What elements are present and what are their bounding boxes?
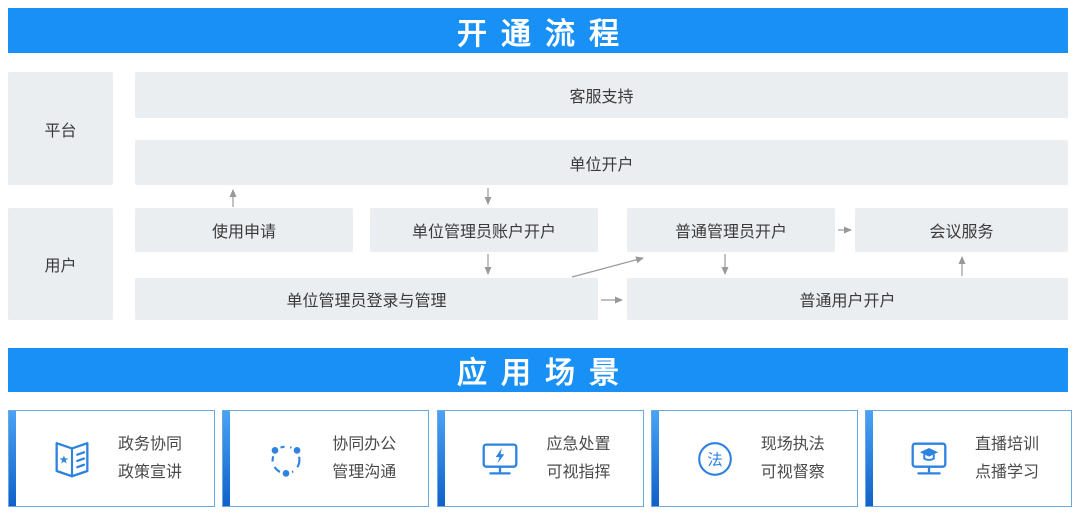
- process-section-title: 开通流程: [8, 8, 1068, 53]
- svg-text:★: ★: [59, 454, 69, 466]
- scenario-card-policy: ★ 政务协同 政策宣讲: [8, 410, 215, 507]
- lane-label-user: 用户: [8, 208, 113, 320]
- network-nodes-icon: [262, 435, 310, 483]
- training-monitor-icon: [905, 435, 953, 483]
- card-accent-stripe: [651, 411, 659, 506]
- scenario-card-office: 协同办公 管理沟通: [222, 410, 430, 507]
- card-line: 政务协同: [117, 435, 182, 453]
- scenario-cards-row: ★ 政务协同 政策宣讲: [8, 410, 1072, 507]
- card-accent-stripe: [866, 411, 873, 506]
- law-badge-icon: 法: [691, 435, 739, 483]
- card-line: 点播学习: [974, 463, 1039, 481]
- svg-text:法: 法: [707, 451, 722, 468]
- flow-node-unit-admin-login-manage: 单位管理员登录与管理: [135, 278, 598, 320]
- card-line: 协同办公: [332, 435, 397, 453]
- card-accent-stripe: [437, 411, 445, 506]
- lane-label-platform: 平台: [8, 72, 113, 185]
- card-line: 直播培训: [974, 435, 1039, 453]
- flow-node-unit-admin-account-open: 单位管理员账户开户: [370, 208, 598, 252]
- scenario-card-law: 法 现场执法 可视督察: [650, 410, 858, 507]
- flow-node-meeting-service: 会议服务: [855, 208, 1068, 252]
- monitor-lightning-icon: [476, 435, 524, 483]
- book-star-icon: ★: [48, 435, 96, 483]
- flow-node-normal-admin-open: 普通管理员开户: [627, 208, 835, 252]
- card-accent-stripe: [9, 411, 16, 506]
- flow-node-unit-account-open: 单位开户: [135, 140, 1068, 185]
- scenario-card-emergency: 应急处置 可视指挥: [436, 410, 644, 507]
- card-line: 可视督察: [760, 463, 825, 481]
- scenarios-section-title: 应用场景: [8, 348, 1068, 392]
- card-line: 现场执法: [760, 435, 825, 453]
- flow-node-customer-support: 客服支持: [135, 72, 1068, 118]
- card-line: 可视指挥: [546, 463, 611, 481]
- card-accent-stripe: [223, 411, 231, 506]
- arrow-login-to-normal-admin-diagonal: [571, 256, 644, 278]
- card-line: 政策宣讲: [117, 463, 182, 481]
- flow-node-normal-user-open: 普通用户开户: [627, 278, 1068, 320]
- card-line: 管理沟通: [332, 463, 397, 481]
- flow-node-usage-apply: 使用申请: [135, 208, 353, 252]
- card-line: 应急处置: [546, 435, 611, 453]
- scenario-card-training: 直播培训 点播学习: [865, 410, 1072, 507]
